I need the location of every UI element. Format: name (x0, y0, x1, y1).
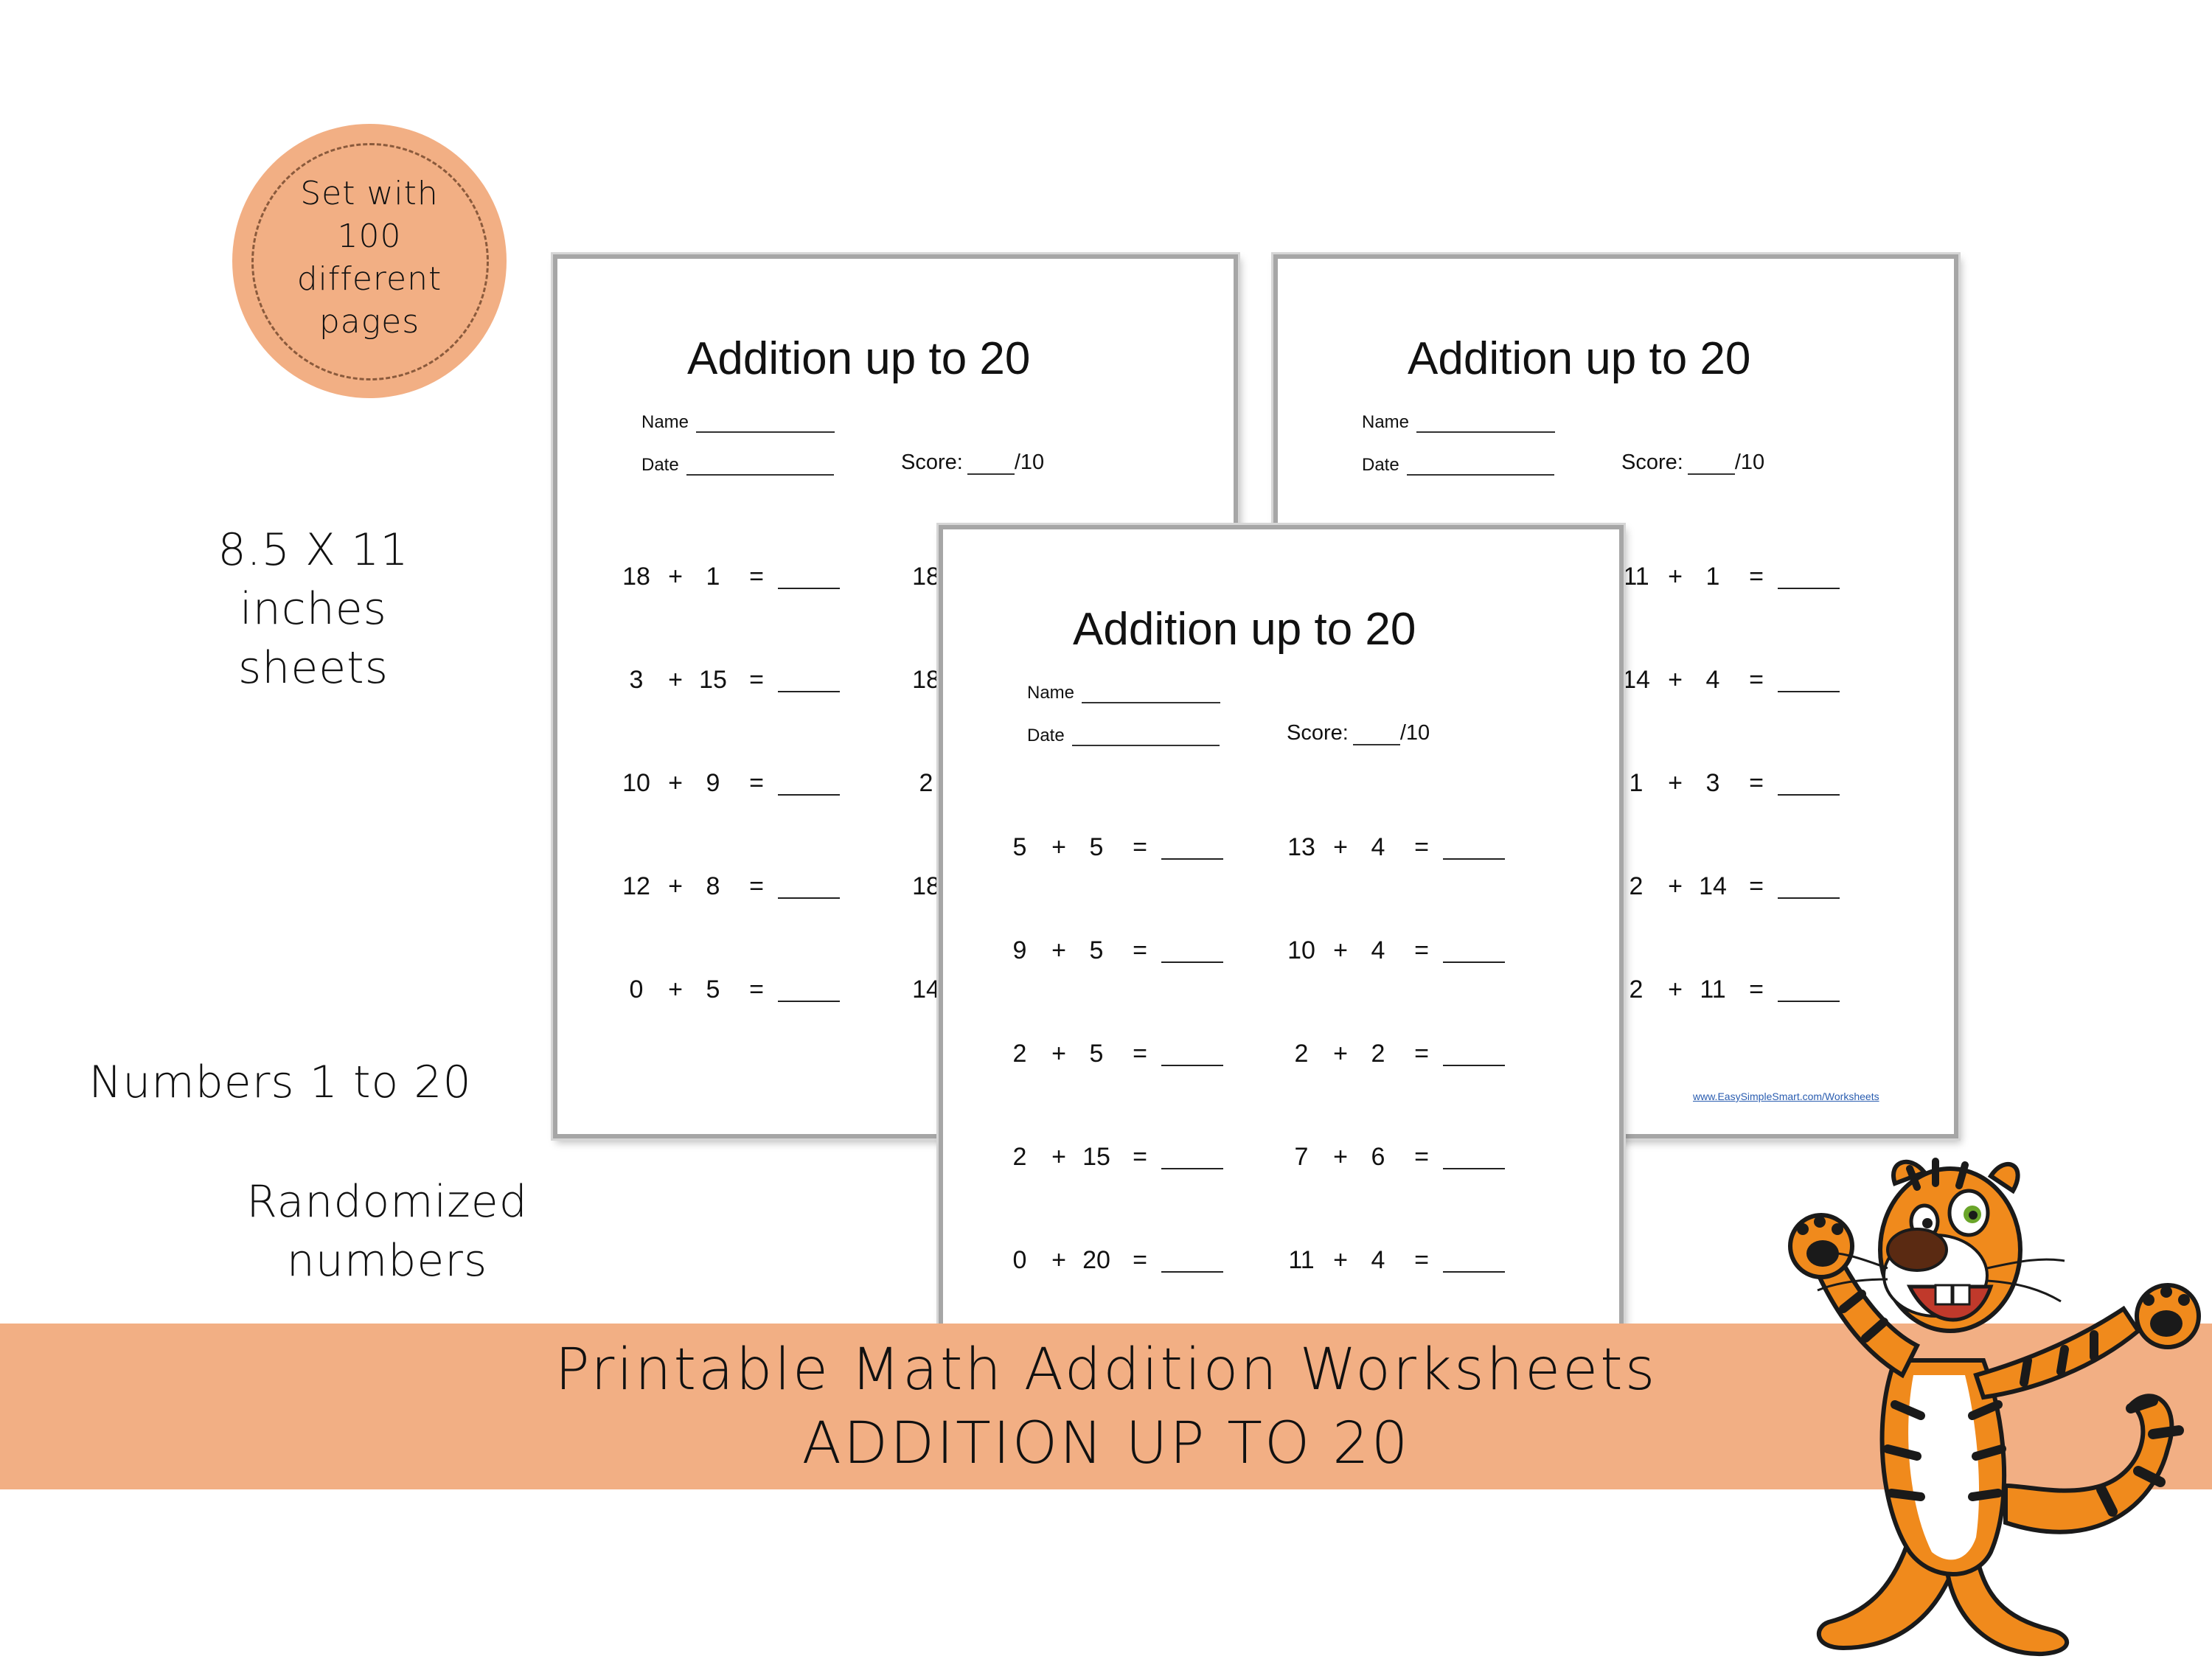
score-field: Score:/10 (1621, 451, 1765, 475)
problem: 10+4= (1279, 936, 1515, 966)
problem: 10+9= (614, 769, 850, 799)
date-field: Date (1027, 726, 1220, 746)
sheet-title: Addition up to 20 (1408, 333, 1751, 384)
answer-blank (1778, 975, 1840, 1002)
name-field: Name (1027, 683, 1221, 703)
answer-blank (1161, 833, 1223, 860)
problem: 9+5= (998, 936, 1234, 966)
badge-dashed-ring (251, 143, 489, 380)
worksheet-front: Addition up to 20 Name Date Score:/10 5+… (939, 525, 1624, 1382)
problem: 11+1= (1614, 563, 1850, 592)
problem: 2+14= (1614, 872, 1850, 902)
answer-blank (1161, 1040, 1223, 1066)
random-note: Randomized numbers (246, 1176, 528, 1287)
answer-blank (778, 975, 840, 1002)
problem: 0+20= (998, 1246, 1234, 1276)
problem-partial: 18 (912, 563, 940, 591)
answer-blank (1778, 563, 1840, 589)
title-banner: Printable Math Addition Worksheets ADDIT… (0, 1324, 2212, 1489)
range-note: Numbers 1 to 20 (88, 1057, 472, 1108)
score-field: Score:/10 (901, 451, 1045, 475)
size-note: 8.5 X 11 inches sheets (218, 524, 409, 694)
sheet-title: Addition up to 20 (687, 333, 1031, 384)
problem: 13+4= (1279, 833, 1515, 863)
date-field: Date (641, 455, 834, 476)
problem: 12+8= (614, 872, 850, 902)
badge-text: Set with 100 different pages (296, 175, 442, 341)
banner-subtitle: ADDITION UP TO 20 (801, 1411, 1411, 1477)
problem: 2+2= (1279, 1040, 1515, 1069)
problem: 18+1= (614, 563, 850, 592)
answer-blank (1443, 1143, 1505, 1169)
problem-partial: 2 (919, 769, 933, 797)
answer-blank (1161, 1246, 1223, 1273)
problem-partial: 18 (912, 872, 940, 900)
answer-blank (1778, 769, 1840, 796)
answer-blank (778, 872, 840, 899)
answer-blank (1443, 1246, 1505, 1273)
problem: 11+4= (1279, 1246, 1515, 1276)
answer-blank (1443, 936, 1505, 963)
problem: 2+11= (1614, 975, 1850, 1005)
answer-blank (1161, 1143, 1223, 1169)
name-field: Name (1362, 412, 1556, 433)
date-field: Date (1362, 455, 1554, 476)
problem: 14+4= (1614, 666, 1850, 695)
problem: 1+3= (1614, 769, 1850, 799)
answer-blank (1778, 872, 1840, 899)
banner-title: Printable Math Addition Worksheets (554, 1337, 1658, 1403)
problem: 0+5= (614, 975, 850, 1005)
score-field: Score:/10 (1287, 721, 1430, 745)
answer-blank (778, 769, 840, 796)
problem: 2+5= (998, 1040, 1234, 1069)
problem-partial: 18 (912, 666, 940, 694)
problem: 5+5= (998, 833, 1234, 863)
answer-blank (1161, 936, 1223, 963)
answer-blank (778, 563, 840, 589)
problem-partial: 14 (912, 975, 940, 1004)
pages-badge: Set with 100 different pages (232, 124, 507, 398)
answer-blank (1778, 666, 1840, 692)
footer-link[interactable]: www.EasySimpleSmart.com/Worksheets (1693, 1091, 1879, 1102)
answer-blank (1443, 833, 1505, 860)
answer-blank (778, 666, 840, 692)
problem: 7+6= (1279, 1143, 1515, 1172)
tiger-mascot-icon (1788, 1158, 2201, 1657)
name-field: Name (641, 412, 835, 433)
sheet-title: Addition up to 20 (1073, 604, 1416, 655)
problem: 3+15= (614, 666, 850, 695)
problem: 2+15= (998, 1143, 1234, 1172)
answer-blank (1443, 1040, 1505, 1066)
